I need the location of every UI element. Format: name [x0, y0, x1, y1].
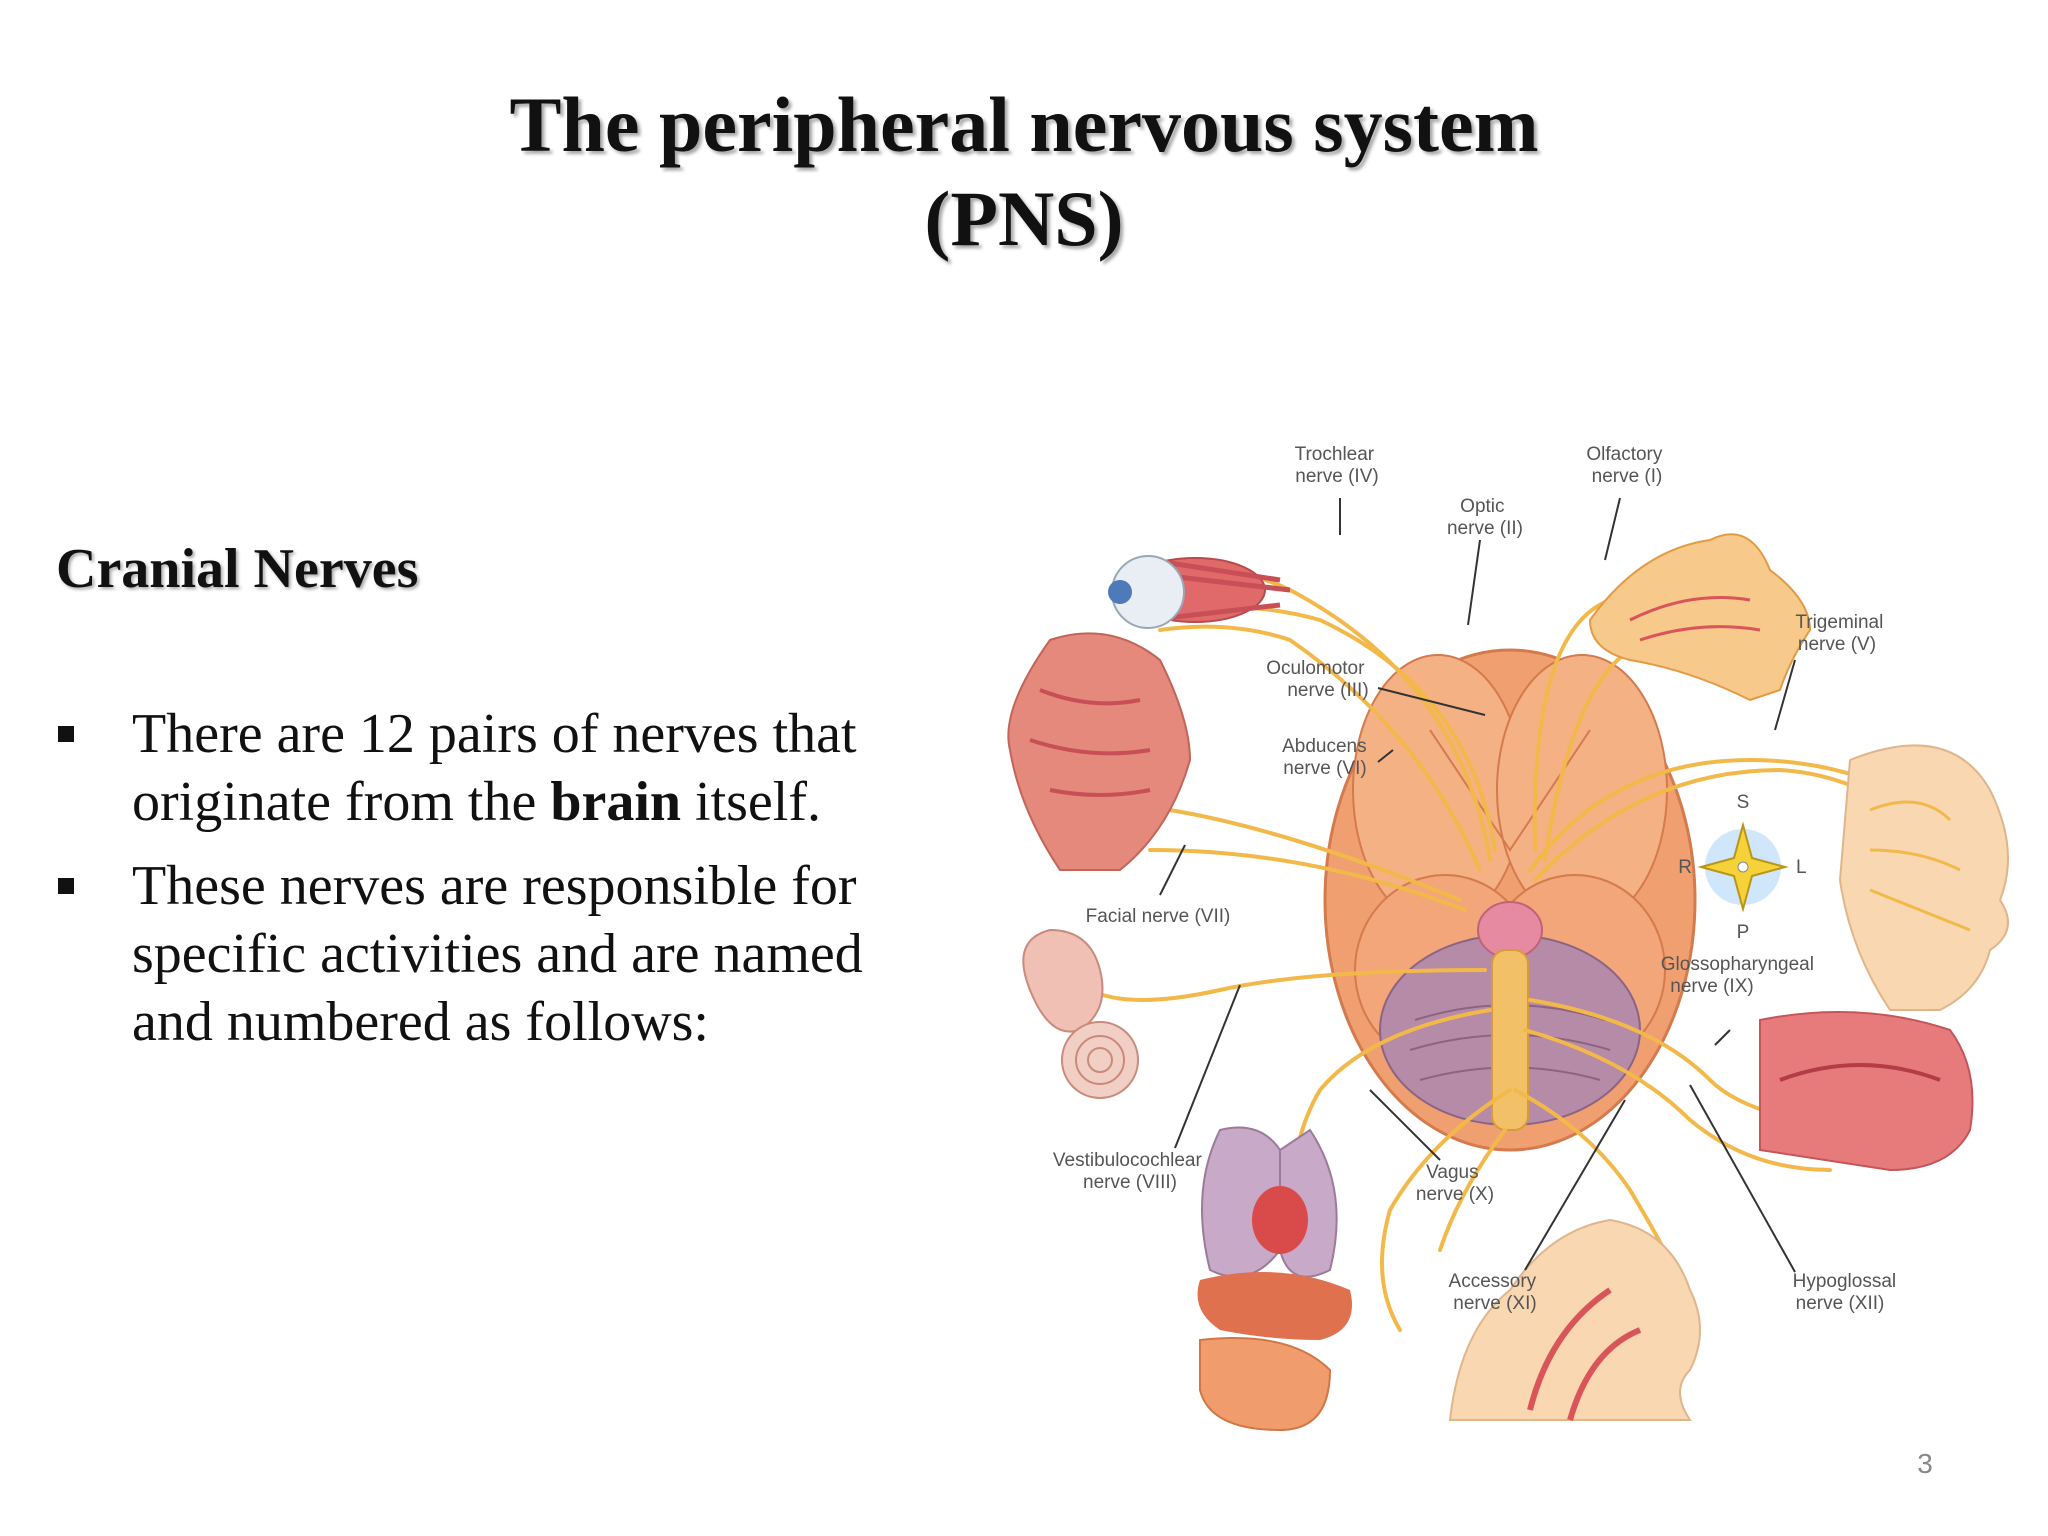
label-trochlear: Trochlear nerve (IV) — [1295, 444, 1380, 487]
leader-lines — [1159, 497, 1796, 1273]
label-accessory: Accessory nerve (XI) — [1449, 1271, 1542, 1314]
mouth-illustration — [1759, 1011, 1974, 1172]
inner-ear-illustration — [1022, 928, 1139, 1099]
title-line-2: (PNS) — [924, 175, 1124, 262]
bullet-text: These nerves are responsible for specifi… — [132, 855, 863, 1053]
bullet-list: There are 12 pairs of nerves that origin… — [56, 700, 956, 1072]
label-glossopharyngeal: Glossopharyngeal nerve (IX) — [1661, 954, 1819, 997]
label-trigeminal: Trigeminal nerve (V) — [1795, 612, 1888, 655]
compass-label-s: S — [1737, 792, 1750, 813]
square-bullet-icon — [58, 726, 74, 742]
nasal-cavity-illustration — [1588, 533, 1812, 702]
label-optic: Optic nerve (II) — [1447, 496, 1523, 539]
label-vestibulocochlear: Vestibulocochlear nerve (VIII) — [1053, 1150, 1207, 1193]
compass-label-r: R — [1678, 857, 1692, 878]
title-line-1: The peripheral nervous system — [509, 81, 1539, 168]
cranial-nerves-illustration: S R L P — [990, 430, 2020, 1440]
label-vagus: Vagus nerve (X) — [1416, 1162, 1494, 1205]
label-abducens: Abducens nerve (VI) — [1282, 736, 1372, 779]
bullet-item: These nerves are responsible for specifi… — [56, 852, 956, 1056]
bullet-text: There are 12 pairs of nerves that origin… — [132, 703, 857, 833]
label-olfactory: Olfactory nerve (I) — [1586, 444, 1667, 487]
organs-illustration — [1197, 1126, 1352, 1432]
label-hypoglossal: Hypoglossal nerve (XII) — [1793, 1271, 1902, 1314]
bullet-bold-text: brain — [550, 771, 682, 833]
square-bullet-icon — [58, 878, 74, 894]
nerve-labels: Trochlear nerve (IV) Olfactory nerve (I)… — [1053, 444, 1902, 1314]
slide-title: The peripheral nervous system (PNS) — [0, 78, 2048, 266]
label-facial: Facial nerve (VII) — [1086, 906, 1231, 927]
neck-illustration — [1448, 1218, 1701, 1421]
compass-label-p: P — [1737, 922, 1750, 943]
face-left-illustration — [1007, 632, 1192, 871]
bullet-text: itself. — [681, 771, 821, 833]
head-right-illustration — [1838, 744, 2009, 1011]
eye-illustration — [1108, 555, 1291, 629]
section-heading: Cranial Nerves — [56, 538, 419, 600]
page-number: 3 — [1917, 1448, 1933, 1479]
brain-illustration — [1323, 648, 1697, 1152]
compass-label-l: L — [1796, 857, 1807, 878]
label-oculomotor: Oculomotor nerve (III) — [1266, 658, 1369, 701]
bullet-item: There are 12 pairs of nerves that origin… — [56, 700, 956, 836]
compass-rose-icon: S R L P — [1678, 792, 1806, 943]
